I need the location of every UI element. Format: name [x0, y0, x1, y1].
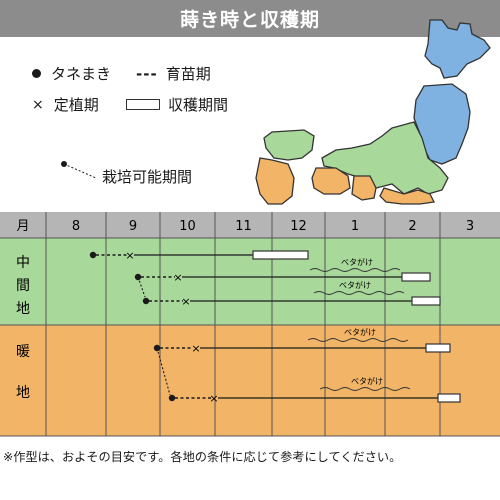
row-annotation-label: ベタがけ [351, 376, 383, 386]
legend-sowing-label: タネまき [51, 65, 112, 83]
dashed-line-icon: --- [136, 64, 158, 83]
harvest-box-icon [126, 99, 160, 110]
legend-planting-label: 定植期 [53, 96, 99, 114]
sowing-dot [142, 297, 150, 305]
cultivable-branch [137, 276, 146, 298]
hokkaido-shape [424, 19, 491, 79]
row-annotation-label: ベタがけ [339, 280, 371, 290]
legend-cultivable-label: 栽培可能期間 [102, 168, 193, 186]
map-north-region [413, 19, 491, 165]
schedule-row-4: × ベタがけ [153, 327, 451, 355]
cultivable-line-icon [61, 160, 97, 178]
shikoku-warm-shape [311, 167, 351, 195]
planting-cross: × [191, 342, 200, 355]
planting-cross: × [173, 271, 182, 284]
schedule-row-1: × [89, 249, 309, 262]
honshu-middle-shape [321, 121, 449, 195]
month-grid [45, 212, 441, 436]
legend-nursery-label: 育苗期 [165, 65, 211, 83]
cross-icon: × [32, 96, 44, 113]
harvest-bar [252, 250, 309, 260]
harvest-bar [437, 393, 461, 403]
map-middle-region [263, 121, 449, 195]
legend-sowing: タネまき [32, 63, 111, 84]
schedule-row-3: × ベタがけ [137, 276, 441, 308]
schedule-row-2: × ベタがけ [134, 257, 431, 284]
month-header-bar [0, 212, 500, 238]
legend-cultivable: 栽培可能期間 [60, 152, 192, 187]
tohoku-shape [413, 83, 471, 165]
row-annotation-label: ベタがけ [344, 327, 376, 337]
region-middle-char-3: 地 [16, 301, 30, 317]
region-band-warm [0, 325, 500, 436]
row-cover-wave [319, 387, 411, 391]
row-cover-wave [313, 291, 405, 295]
shikoku-middle-shape [263, 129, 315, 161]
sowing-dot-icon [32, 69, 41, 78]
harvest-bar [401, 272, 431, 282]
planting-cross: × [209, 392, 218, 405]
month-label-4: 11 [235, 219, 252, 234]
kyushu-warm-shape [255, 157, 295, 205]
month-label-7: 2 [408, 219, 416, 234]
legend-nursery: --- 育苗期 [136, 63, 211, 84]
row-cover-wave [307, 338, 409, 342]
month-label-2: 9 [129, 219, 137, 234]
region-warm-char-1: 暖 [16, 344, 30, 360]
month-label-3: 10 [179, 219, 196, 234]
schedule-row-5: × ベタがけ [156, 347, 461, 405]
region-middle-char-1: 中 [16, 255, 30, 271]
harvest-bar [411, 296, 441, 306]
sowing-dot [89, 251, 97, 259]
month-label-1: 8 [72, 219, 80, 234]
japan-region-map [255, 19, 491, 205]
page-title: 蒔き時と収穫期 [0, 0, 500, 37]
harvest-bar [425, 343, 451, 353]
month-label-8: 3 [466, 219, 474, 234]
planting-cross: × [181, 295, 190, 308]
map-warm-region [255, 157, 435, 205]
tokai-warm-shape [379, 187, 435, 205]
row-cover-wave [309, 268, 401, 272]
footnote: ※作型は、およその目安です。各地の条件に応じて参考にしてください。 [3, 450, 402, 464]
month-label-6: 1 [351, 219, 359, 234]
legend-planting: × 定植期 [32, 94, 99, 115]
region-middle-char-2: 間 [16, 278, 30, 294]
planting-cross: × [125, 249, 134, 262]
sowing-dot [168, 394, 176, 402]
region-warm-char-2: 地 [16, 385, 30, 401]
month-header-label: 月 [16, 219, 29, 234]
legend-harvest: 収穫期間 [126, 94, 228, 115]
legend-harvest-label: 収穫期間 [168, 96, 229, 114]
cultivable-branch [156, 347, 171, 396]
month-label-5: 12 [290, 219, 307, 234]
kinki-warm-shape [351, 175, 377, 201]
row-annotation-label: ベタがけ [341, 257, 373, 267]
